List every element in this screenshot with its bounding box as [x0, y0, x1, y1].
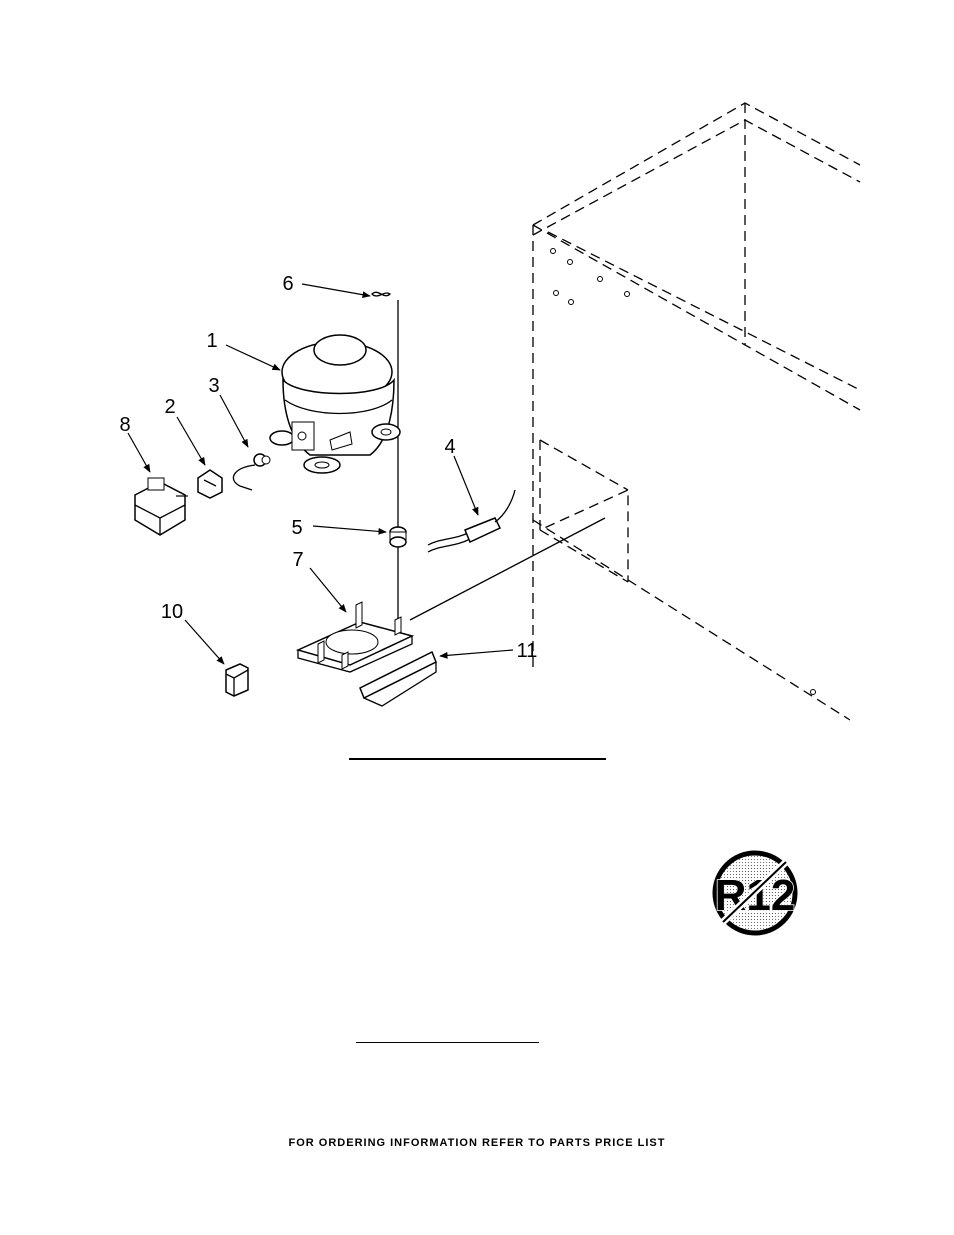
- footer-note: FOR ORDERING INFORMATION REFER TO PARTS …: [288, 1137, 666, 1149]
- part-10-capacitor[interactable]: [184, 619, 249, 697]
- callout-7: 7: [292, 549, 303, 571]
- callout-10: 10: [161, 601, 183, 623]
- callout-2: 2: [164, 396, 175, 418]
- part-3-overload-protector[interactable]: [219, 394, 271, 491]
- lower-divider-line: [356, 1042, 539, 1043]
- part-5-grommet[interactable]: [312, 525, 407, 548]
- callout-5: 5: [291, 517, 302, 539]
- part-8-start-device[interactable]: [127, 432, 188, 536]
- part-1-compressor[interactable]: [225, 334, 401, 474]
- callout-1: 1: [206, 330, 217, 352]
- callout-3: 3: [208, 375, 219, 397]
- part-6-clip[interactable]: [301, 283, 392, 298]
- title-divider-line: [349, 758, 606, 760]
- part-2-relay[interactable]: [176, 416, 223, 499]
- callout-8: 8: [119, 414, 130, 436]
- no-r12-refrigerant-icon: R12: [712, 850, 798, 936]
- callout-11: 11: [517, 640, 538, 662]
- callout-4: 4: [444, 436, 455, 458]
- cabinet-outline: [409, 102, 861, 721]
- part-7-base-plate[interactable]: [295, 567, 415, 673]
- callout-6: 6: [282, 273, 293, 295]
- part-4-drier[interactable]: [427, 455, 516, 553]
- part-11-bracket[interactable]: [359, 649, 514, 707]
